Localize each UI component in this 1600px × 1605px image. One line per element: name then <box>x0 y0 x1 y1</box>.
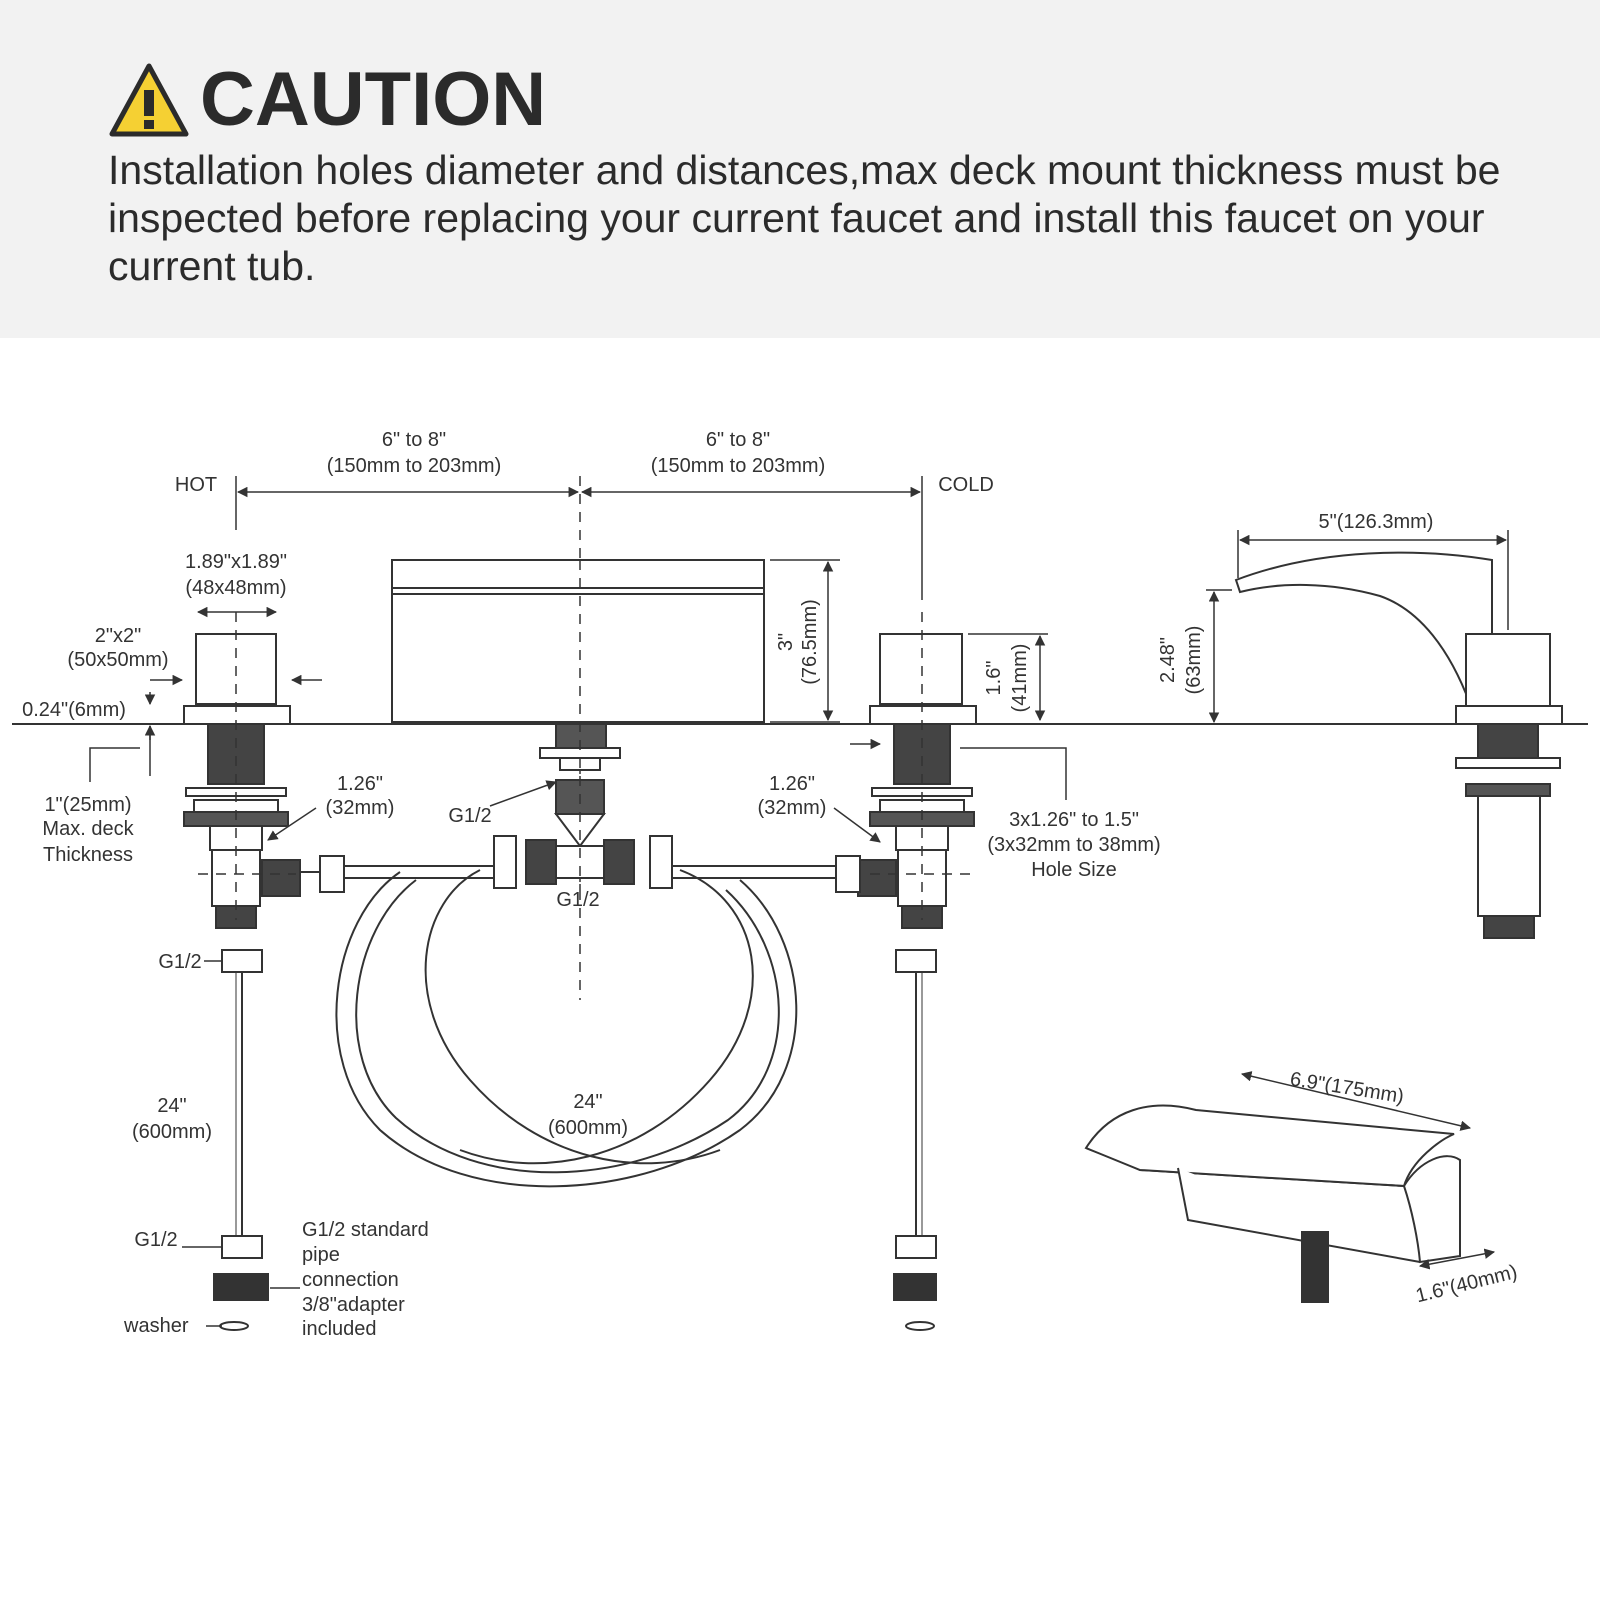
caution-heading: CAUTION <box>108 60 546 140</box>
g12-left-top: G1/2 <box>158 951 201 973</box>
dist-left-line2: (150mm to 203mm) <box>327 455 502 477</box>
dist-right-line1: 6" to 8" <box>706 429 770 451</box>
side-height-line1: 2.48" <box>1157 637 1179 683</box>
dist-right-line2: (150mm to 203mm) <box>651 455 826 477</box>
cold-label: COLD <box>938 474 994 496</box>
hose-left-line1: 24" <box>157 1095 186 1117</box>
spout-perspective <box>1084 1104 1461 1303</box>
valve-left-line1: 1.26" <box>337 773 383 795</box>
handle-height-line2: (41mm) <box>1009 644 1031 713</box>
pipe-note-line4: 3/8"adapter <box>302 1294 405 1316</box>
side-view-spout <box>1234 551 1563 939</box>
g12-center-top: G1/2 <box>448 805 491 827</box>
handle-size-line1: 1.89"x1.89" <box>185 551 287 573</box>
valve-left-line2: (32mm) <box>326 797 395 819</box>
g12-left-bottom: G1/2 <box>134 1229 177 1251</box>
handle-height-dim <box>968 633 1048 722</box>
faucet-dimension-diagram: 6" to 8" (150mm to 203mm) 6" to 8" (150m… <box>0 338 1600 1600</box>
spout-height-line1: 3" <box>775 633 797 651</box>
diagram-svg: 6" to 8" (150mm to 203mm) 6" to 8" (150m… <box>12 429 1588 1340</box>
spout-height-dim <box>770 559 840 723</box>
spout-depth-label: 1.6"(40mm) <box>1414 1261 1520 1307</box>
valve-right-line1: 1.26" <box>769 773 815 795</box>
pipe-note-line2: pipe <box>302 1244 340 1266</box>
pipe-note-line3: connection <box>302 1269 399 1291</box>
hole-size-line2: (3x32mm to 38mm) <box>987 834 1160 856</box>
spout-width-label: 6.9"(175mm) <box>1288 1068 1405 1108</box>
dist-left-line1: 6" to 8" <box>382 429 446 451</box>
reach-label: 5"(126.3mm) <box>1319 511 1434 533</box>
connection-hoses <box>300 855 861 1188</box>
base-size-line1: 2"x2" <box>95 625 141 647</box>
pipe-note-line1: G1/2 standard <box>302 1219 429 1241</box>
hole-size-line1: 3x1.26" to 1.5" <box>1009 809 1139 831</box>
center-spout <box>391 559 765 889</box>
side-height-line2: (63mm) <box>1183 626 1205 695</box>
deck-line3: Thickness <box>43 844 133 866</box>
g12-center-bottom: G1/2 <box>556 889 599 911</box>
handle-height-line1: 1.6" <box>983 661 1005 696</box>
hose-center-line1: 24" <box>573 1091 602 1113</box>
base-thickness: 0.24"(6mm) <box>22 699 126 721</box>
base-size-line2: (50x50mm) <box>67 649 168 671</box>
hose-center-line2: (600mm) <box>548 1117 628 1139</box>
spout-height-line2: (76.5mm) <box>799 599 821 685</box>
caution-title: CAUTION <box>200 57 547 142</box>
hole-size-line3: Hole Size <box>1031 859 1117 881</box>
hose-left-line2: (600mm) <box>132 1121 212 1143</box>
warning-triangle-icon <box>109 63 189 137</box>
caution-text: Installation holes diameter and distance… <box>108 147 1501 289</box>
handle-size-line2: (48x48mm) <box>185 577 286 599</box>
caution-banner: CAUTION Installation holes diameter and … <box>0 0 1600 338</box>
pipe-note-line5: included <box>302 1318 377 1340</box>
washer-label: washer <box>123 1315 189 1337</box>
cold-handle <box>857 633 977 1331</box>
deck-line2: Max. deck <box>42 818 134 840</box>
deck-line1: 1"(25mm) <box>44 794 131 816</box>
valve-right-line2: (32mm) <box>758 797 827 819</box>
hot-label: HOT <box>175 474 217 496</box>
